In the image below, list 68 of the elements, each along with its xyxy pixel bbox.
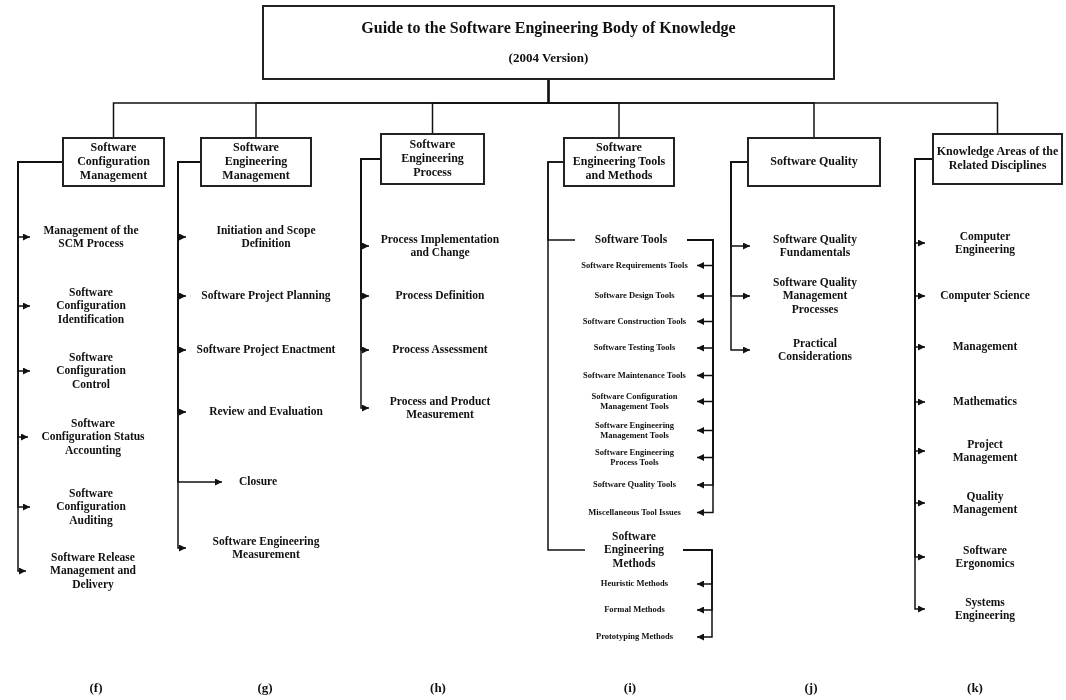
- topic-label: Software Maintenance Tools: [572, 363, 697, 388]
- topic-label: Software Requirements Tools: [572, 253, 697, 278]
- knowledge-area-box: [380, 133, 485, 185]
- topic-label: Process and Product Measurement: [369, 384, 511, 432]
- topic-label: Software Project Enactment: [186, 330, 346, 370]
- topic-label: Software Quality Tools: [572, 476, 697, 494]
- column-letter: (g): [256, 680, 274, 696]
- column-letter: (f): [88, 680, 104, 696]
- topic-label: Computer Engineering: [925, 224, 1045, 262]
- column-letter: (k): [966, 680, 984, 696]
- box-heading: Software Quality: [770, 155, 858, 169]
- topic-label: Management of the SCM Process: [30, 215, 152, 259]
- topic-label: Software Testing Tools: [572, 339, 697, 357]
- topic-label: Software Configuration Management Tools: [572, 389, 697, 414]
- topic-label: Practical Considerations: [750, 331, 880, 369]
- topic-label: Initiation and Scope Definition: [186, 217, 346, 257]
- topic-label: Formal Methods: [572, 602, 697, 618]
- topic-label: Mathematics: [925, 391, 1045, 413]
- topic-label: Heuristic Methods: [572, 576, 697, 592]
- knowledge-area-box: [932, 133, 1063, 185]
- topic-label: Software Release Management and Delivery: [26, 547, 160, 595]
- box-heading: Software Engineering Process: [400, 138, 465, 180]
- knowledge-area-box: [747, 137, 881, 187]
- box-heading: Software Configuration Management: [76, 141, 151, 183]
- title-box: [262, 5, 835, 80]
- topic-label: Miscellaneous Tool Issues: [572, 500, 697, 525]
- knowledge-area-box: [563, 137, 675, 187]
- topic-label: Software Configuration Auditing: [30, 483, 152, 531]
- column-letter: (i): [622, 680, 638, 696]
- box-heading: Guide to the Software Engineering Body of Knowledge: [361, 18, 736, 38]
- knowledge-area-box: [200, 137, 312, 187]
- topic-label: Software Engineering Methods: [585, 528, 683, 572]
- topic-label: Software Design Tools: [572, 287, 697, 305]
- topic-label: Process Implementation and Change: [369, 223, 511, 269]
- topic-label: Software Configuration Identification: [30, 282, 152, 330]
- topic-label: Software Tools: [575, 231, 687, 249]
- topic-label: Closure: [222, 470, 294, 494]
- topic-label: Software Engineering Management Tools: [572, 418, 697, 443]
- topic-label: Management: [925, 336, 1045, 358]
- topic-label: Software Configuration Control: [30, 347, 152, 395]
- topic-label: Process Definition: [369, 276, 511, 316]
- topic-label: Quality Management: [925, 484, 1045, 522]
- box-heading: Knowledge Areas of the Related Disciplines: [935, 145, 1060, 173]
- arrow: [730, 161, 751, 354]
- topic-label: Software Project Planning: [186, 276, 346, 316]
- topic-label: Process Assessment: [369, 330, 511, 370]
- topic-label: Software Engineering Process Tools: [572, 445, 697, 470]
- topic-label: Review and Evaluation: [186, 392, 346, 432]
- arrow: [682, 549, 713, 641]
- topic-label: Software Engineering Measurement: [186, 524, 346, 572]
- box-subheading: (2004 Version): [508, 51, 589, 67]
- box-heading: Software Engineering Tools and Methods: [571, 141, 667, 183]
- connector-line: [547, 79, 999, 134]
- topic-label: Prototyping Methods: [572, 629, 697, 645]
- topic-label: Computer Science: [925, 277, 1045, 315]
- topic-label: Software Quality Management Processes: [750, 272, 880, 320]
- topic-label: Project Management: [925, 432, 1045, 470]
- connector-line: [547, 161, 586, 551]
- box-heading: Software Engineering Management: [221, 141, 291, 183]
- topic-label: Software Quality Fundamentals: [750, 227, 880, 265]
- topic-label: Software Ergonomics: [925, 538, 1045, 576]
- knowledge-area-box: [62, 137, 165, 187]
- topic-label: Systems Engineering: [925, 590, 1045, 628]
- column-letter: (j): [803, 680, 819, 696]
- topic-label: Software Configuration Status Accounting: [28, 413, 158, 461]
- arrow: [360, 158, 381, 412]
- column-letter: (h): [429, 680, 447, 696]
- topic-label: Software Construction Tools: [572, 309, 697, 334]
